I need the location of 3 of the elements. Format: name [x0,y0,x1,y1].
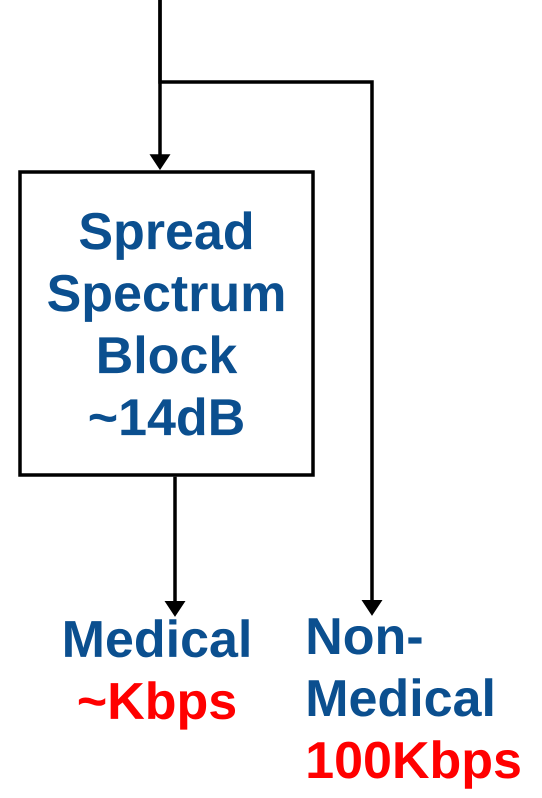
process-box: Spread Spectrum Block ~14dB [18,170,315,477]
output-label: Medical ~Kbps [65,619,249,730]
output-label: Non-Medical 100Kbps [308,618,520,789]
